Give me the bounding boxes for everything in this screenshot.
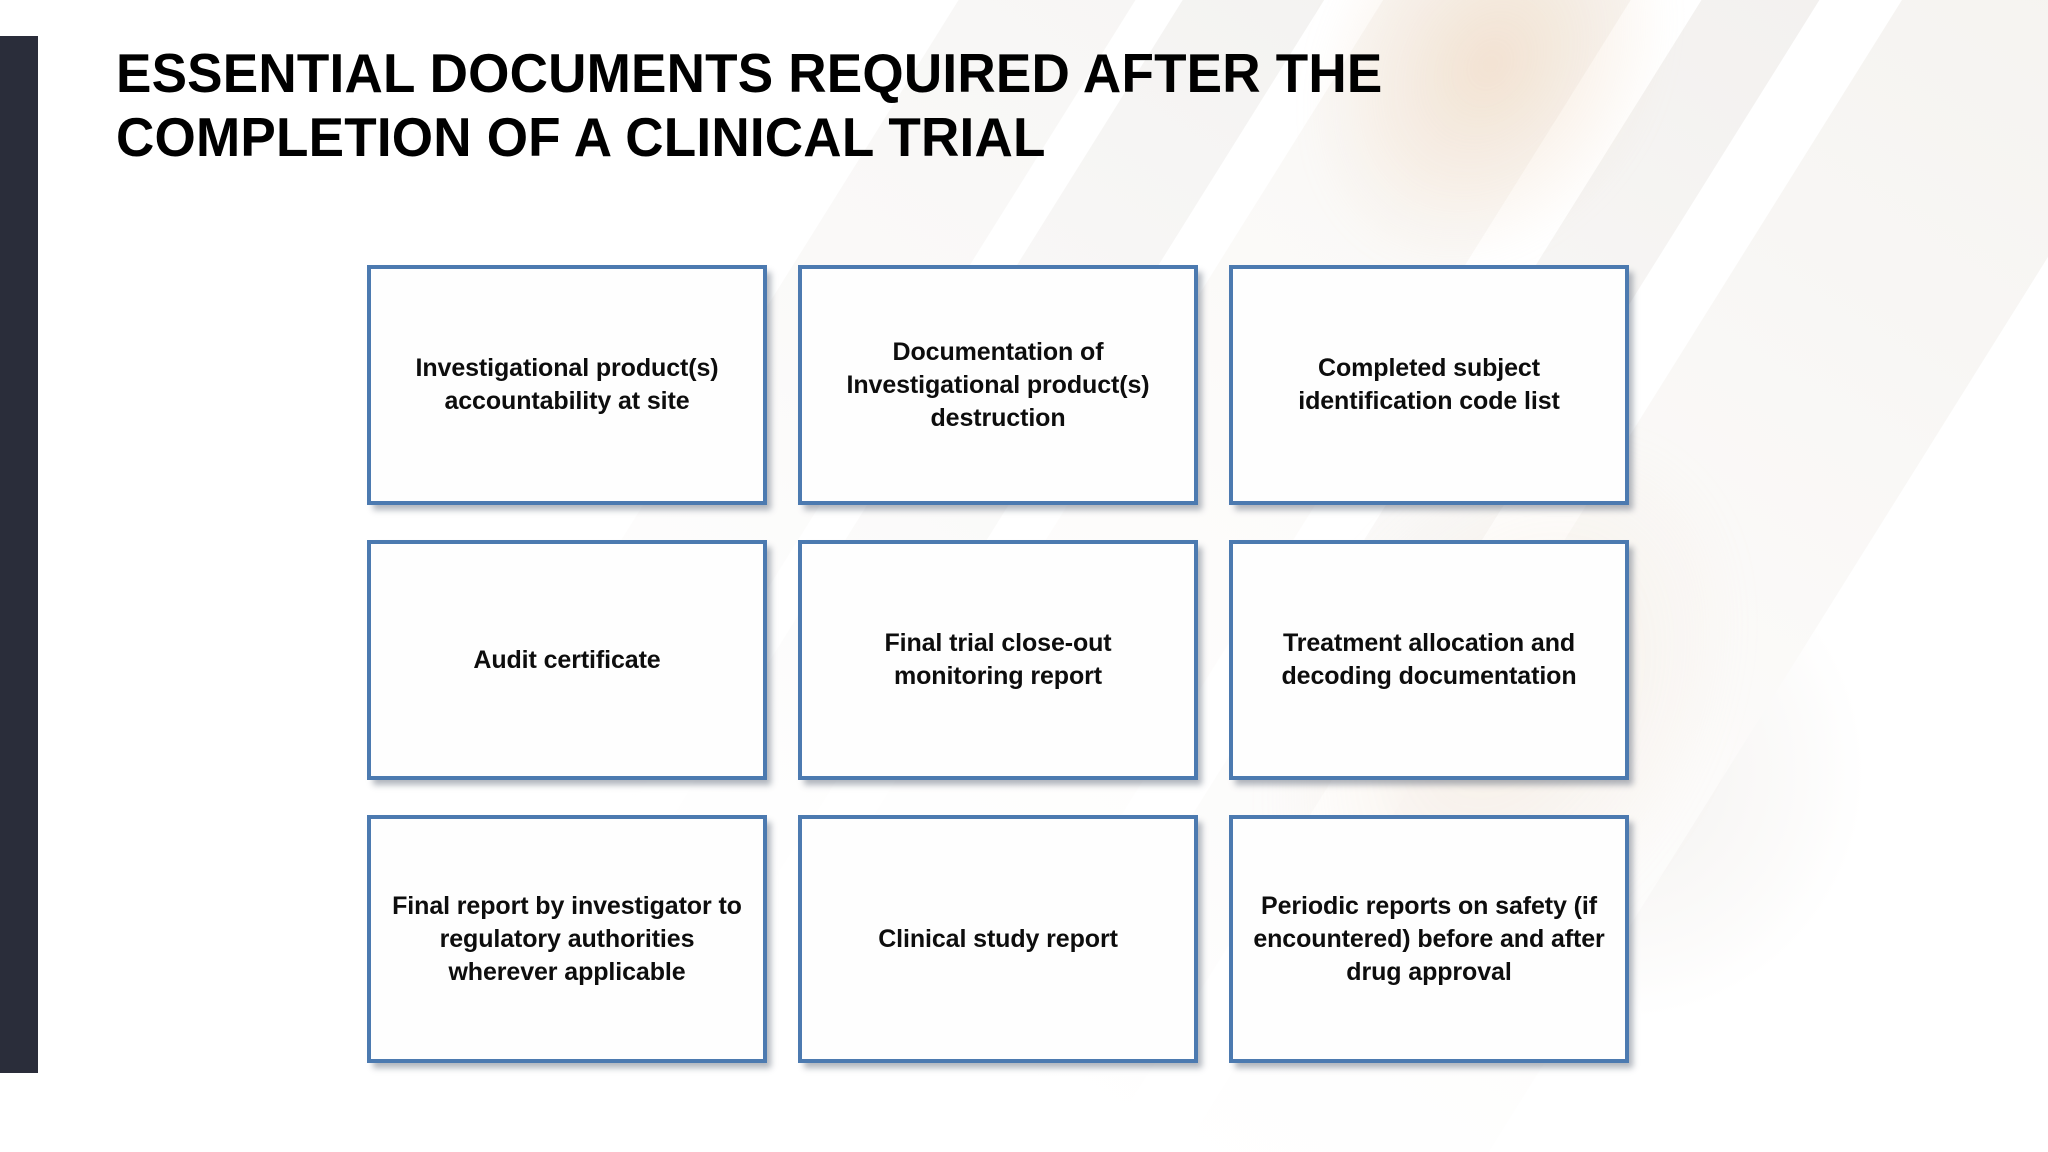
document-card-label: Clinical study report: [878, 924, 1118, 953]
document-card-label: Investigational product(s) accountabilit…: [415, 354, 719, 415]
document-card[interactable]: Final trial close-out monitoring report: [798, 540, 1198, 780]
document-card[interactable]: Final report by investigator to regulato…: [367, 815, 767, 1063]
document-card[interactable]: Audit certificate: [367, 540, 767, 780]
document-card[interactable]: Completed subject identification code li…: [1229, 265, 1629, 505]
document-card[interactable]: Investigational product(s) accountabilit…: [367, 265, 767, 505]
document-card-label: Completed subject identification code li…: [1298, 354, 1560, 415]
document-card-label: Final trial close-out monitoring report: [884, 629, 1112, 690]
document-card-label: Documentation of Investigational product…: [846, 337, 1150, 432]
document-card-label: Audit certificate: [473, 645, 661, 674]
document-card-label: Final report by investigator to regulato…: [392, 891, 742, 986]
document-card[interactable]: Periodic reports on safety (if encounter…: [1229, 815, 1629, 1063]
document-card-grid: Investigational product(s) accountabilit…: [367, 265, 1629, 1063]
document-card-label: Periodic reports on safety (if encounter…: [1253, 891, 1605, 986]
slide-title-line-1: ESSENTIAL DOCUMENTS REQUIRED AFTER THE: [116, 42, 1383, 104]
document-card[interactable]: Documentation of Investigational product…: [798, 265, 1198, 505]
document-card[interactable]: Clinical study report: [798, 815, 1198, 1063]
document-card-label: Treatment allocation and decoding docume…: [1281, 629, 1577, 690]
slide-title: ESSENTIAL DOCUMENTS REQUIRED AFTER THE C…: [116, 42, 1718, 170]
left-accent-bar: [0, 36, 38, 1073]
document-card[interactable]: Treatment allocation and decoding docume…: [1229, 540, 1629, 780]
slide-title-line-2: COMPLETION OF A CLINICAL TRIAL: [116, 105, 1046, 168]
